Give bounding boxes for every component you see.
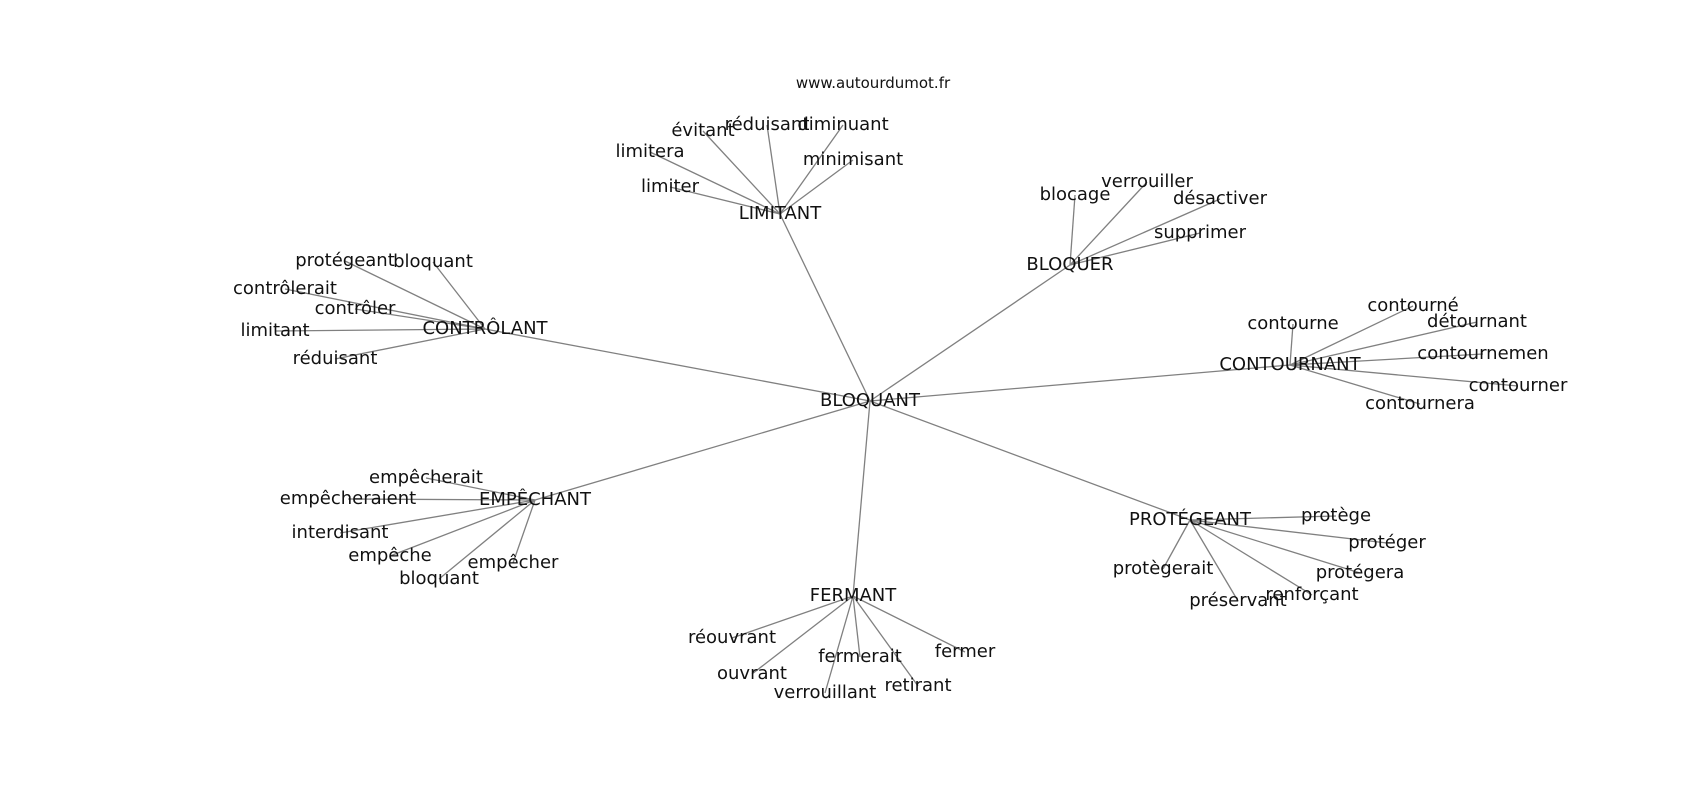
edge-limitant-to-reduisant bbox=[766, 124, 781, 215]
edge-contournant-to-contournemen bbox=[1289, 353, 1484, 366]
edge-fermant-to-retirant bbox=[852, 595, 919, 687]
leaf-node-limitant-diminuant: diminuant bbox=[797, 114, 888, 135]
leaf-node-contournant-detournant: détournant bbox=[1427, 311, 1527, 332]
edge-bloquer-to-supprimer bbox=[1069, 232, 1201, 266]
edge-center-to-fermant bbox=[852, 400, 871, 597]
edge-protegeant-to-protegerait bbox=[1162, 519, 1191, 570]
edge-protegeant-to-preservant bbox=[1189, 519, 1239, 602]
leaf-node-empechant-bloquant: bloquant bbox=[399, 568, 479, 589]
leaf-node-empechant-empeche: empêche bbox=[348, 545, 432, 566]
leaf-node-bloquer-blocage: blocage bbox=[1040, 184, 1111, 205]
edge-center-to-contournant bbox=[869, 364, 1291, 402]
leaf-node-fermant-fermerait: fermerait bbox=[818, 646, 902, 667]
leaf-node-empechant-empecheraient: empêcheraient bbox=[280, 488, 416, 509]
leaf-node-contournant-contourne: contourne bbox=[1247, 313, 1338, 334]
leaf-node-fermant-retirant: retirant bbox=[884, 675, 951, 696]
leaf-node-limitant-limitera: limitera bbox=[615, 141, 684, 162]
edge-protegeant-to-proteger bbox=[1189, 519, 1388, 544]
edge-fermant-to-fermer bbox=[852, 595, 966, 653]
edge-controlant-to-reduisant bbox=[334, 328, 486, 360]
leaf-node-limitant-limiter: limiter bbox=[641, 176, 700, 197]
edge-contournant-to-detournant bbox=[1289, 321, 1478, 366]
hub-node-contournant: CONTOURNANT bbox=[1219, 354, 1361, 375]
leaf-node-protegeant-protege: protège bbox=[1301, 505, 1371, 526]
edge-contournant-to-contourne bbox=[1289, 305, 1414, 366]
leaf-node-bloquer-desactiver: désactiver bbox=[1173, 188, 1268, 209]
hub-node-fermant: FERMANT bbox=[810, 585, 898, 606]
hub-node-limitant: LIMITANT bbox=[739, 203, 823, 224]
edge-center-to-limitant bbox=[779, 213, 871, 402]
edge-controlant-to-bloquant bbox=[432, 261, 486, 330]
edge-bloquer-to-blocage bbox=[1069, 194, 1076, 266]
leaf-node-contournant-contourner: contourner bbox=[1469, 375, 1568, 396]
leaf-node-contournant-contourne: contourné bbox=[1367, 295, 1458, 316]
leaf-node-controlant-controlerait: contrôlerait bbox=[233, 278, 337, 299]
hub-node-bloquer: BLOQUER bbox=[1026, 254, 1113, 275]
leaf-node-fermant-fermer: fermer bbox=[935, 641, 996, 662]
leaf-node-limitant-evitant: évitant bbox=[671, 120, 734, 141]
edge-empechant-to-bloquant bbox=[438, 499, 536, 580]
leaf-node-protegeant-preservant: préservant bbox=[1189, 590, 1287, 611]
edge-controlant-to-controlerait bbox=[284, 288, 486, 330]
leaf-node-protegeant-protegerait: protègerait bbox=[1113, 558, 1214, 579]
edge-center-to-protegeant bbox=[869, 400, 1191, 521]
edge-limitant-to-limitera bbox=[649, 151, 781, 215]
edge-layer bbox=[274, 124, 1519, 694]
leaf-node-empechant-interdisant: interdisant bbox=[292, 522, 389, 543]
edge-protegeant-to-protege bbox=[1189, 515, 1337, 521]
leaf-node-controlant-protegeant: protégeant bbox=[295, 250, 395, 271]
leaf-node-fermant-ouvrant: ouvrant bbox=[717, 663, 787, 684]
edge-limitant-to-evitant bbox=[702, 130, 781, 215]
leaf-node-bloquer-verrouiller: verrouiller bbox=[1101, 171, 1193, 192]
edge-limitant-to-limiter bbox=[669, 186, 781, 215]
leaf-node-empechant-empecher: empêcher bbox=[468, 552, 559, 573]
edge-empechant-to-empecherait bbox=[425, 477, 536, 501]
edge-fermant-to-verrouillant bbox=[824, 595, 854, 694]
edge-empechant-to-empeche bbox=[389, 499, 536, 557]
edge-center-to-controlant bbox=[484, 328, 871, 402]
edge-center-to-empechant bbox=[534, 400, 871, 501]
edge-contournant-to-contourner bbox=[1289, 364, 1519, 387]
leaf-node-limitant-reduisant: réduisant bbox=[725, 114, 810, 135]
edge-limitant-to-minimisant bbox=[779, 159, 854, 215]
leaf-node-contournant-contournera: contournera bbox=[1365, 393, 1475, 414]
leaf-node-controlant-bloquant: bloquant bbox=[393, 251, 473, 272]
label-layer: BLOQUANTLIMITANTlimiterlimiteraévitantré… bbox=[233, 114, 1568, 703]
edge-fermant-to-reouvrant bbox=[731, 595, 854, 639]
site-label: www.autourdumot.fr bbox=[796, 74, 951, 92]
hub-node-controlant: CONTRÔLANT bbox=[422, 317, 548, 339]
center-node: BLOQUANT bbox=[820, 390, 921, 411]
leaf-node-fermant-verrouillant: verrouillant bbox=[774, 682, 877, 703]
leaf-node-protegeant-renforcant: renforçant bbox=[1265, 584, 1358, 605]
leaf-node-controlant-reduisant: réduisant bbox=[293, 348, 378, 369]
hub-node-empechant: EMPÊCHANT bbox=[479, 488, 592, 510]
edge-empechant-to-empecheraient bbox=[347, 498, 536, 501]
hub-node-protegeant: PROTÉGEANT bbox=[1129, 508, 1252, 530]
edge-empechant-to-empecher bbox=[512, 499, 536, 564]
leaf-node-protegeant-protegera: protégera bbox=[1316, 562, 1405, 583]
leaf-node-controlant-limitant: limitant bbox=[240, 320, 309, 341]
edge-fermant-to-fermerait bbox=[852, 595, 861, 658]
leaf-node-contournant-contournemen: contournemen bbox=[1417, 343, 1548, 364]
leaf-node-limitant-minimisant: minimisant bbox=[803, 149, 903, 170]
leaf-node-bloquer-supprimer: supprimer bbox=[1154, 222, 1247, 243]
leaf-node-empechant-empecherait: empêcherait bbox=[369, 467, 483, 488]
edge-contournant-to-contourne bbox=[1289, 323, 1294, 366]
edge-controlant-to-protegeant bbox=[344, 260, 486, 330]
edge-bloquer-to-verrouiller bbox=[1069, 181, 1148, 266]
leaf-node-fermant-reouvrant: réouvrant bbox=[688, 627, 776, 648]
edge-empechant-to-interdisant bbox=[339, 499, 536, 534]
edge-protegeant-to-renforcant bbox=[1189, 519, 1313, 596]
edge-protegeant-to-protegera bbox=[1189, 519, 1361, 574]
edge-contournant-to-contournera bbox=[1289, 364, 1421, 405]
edge-fermant-to-ouvrant bbox=[751, 595, 854, 675]
edge-controlant-to-limitant bbox=[274, 328, 486, 332]
edge-center-to-bloquer bbox=[869, 264, 1071, 402]
edge-controlant-to-controler bbox=[354, 308, 486, 330]
edge-limitant-to-diminuant bbox=[779, 124, 844, 215]
leaf-node-protegeant-proteger: protéger bbox=[1348, 532, 1426, 553]
leaf-node-controlant-controler: contrôler bbox=[315, 298, 396, 319]
edge-bloquer-to-desactiver bbox=[1069, 198, 1221, 266]
